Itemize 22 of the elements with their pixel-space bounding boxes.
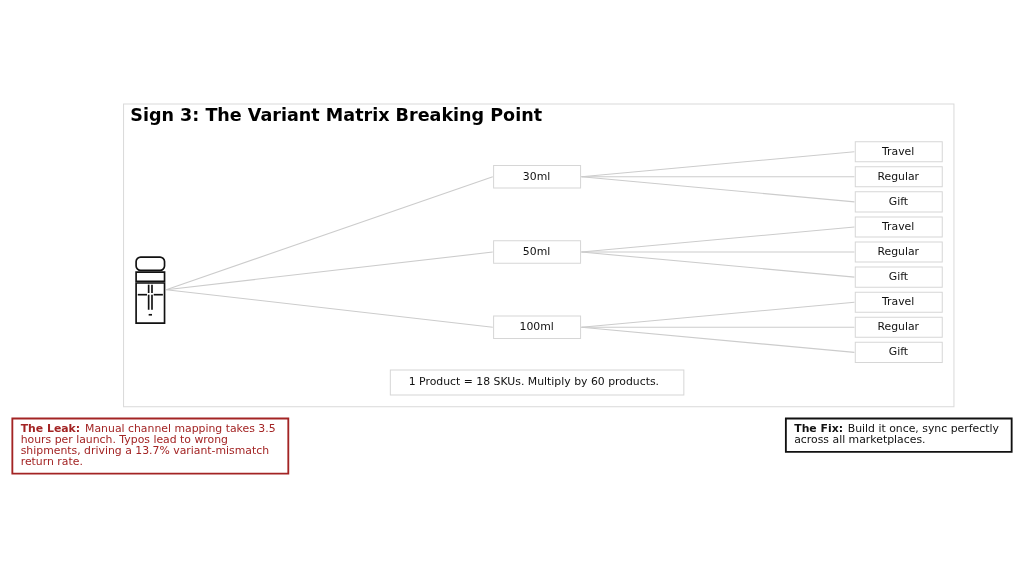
connector	[580, 251, 855, 278]
node-box: Gift	[854, 191, 943, 213]
node-box: The Leak: Manual channel mapping takes 3.5 hours per launch. Typos lead to wrong shipments, driving a 13.7% variant-mismatch return rate.	[11, 417, 290, 475]
node-box: Travel	[854, 141, 943, 163]
node-box: 30ml	[493, 165, 582, 189]
node-box: Travel	[854, 291, 943, 313]
node-box: 100ml	[493, 315, 582, 340]
connector	[580, 226, 855, 253]
node-box: Gift	[854, 266, 943, 288]
node-box: The Fix: Build it once, sync perfectly across all marketplaces.	[784, 417, 1013, 453]
node-box: 50ml	[493, 240, 582, 264]
node-box: Gift	[854, 341, 943, 363]
connector	[165, 289, 494, 328]
node-box: Regular	[854, 316, 943, 338]
node-box: Travel	[854, 216, 943, 238]
connector	[580, 176, 855, 203]
connector	[165, 176, 494, 291]
node-box: Regular	[854, 241, 943, 263]
node-box: 1 Product = 18 SKUs. Multiply by 60 products.	[389, 369, 685, 396]
node-box: Regular	[854, 166, 943, 188]
connector	[580, 301, 855, 328]
connector	[580, 326, 855, 353]
